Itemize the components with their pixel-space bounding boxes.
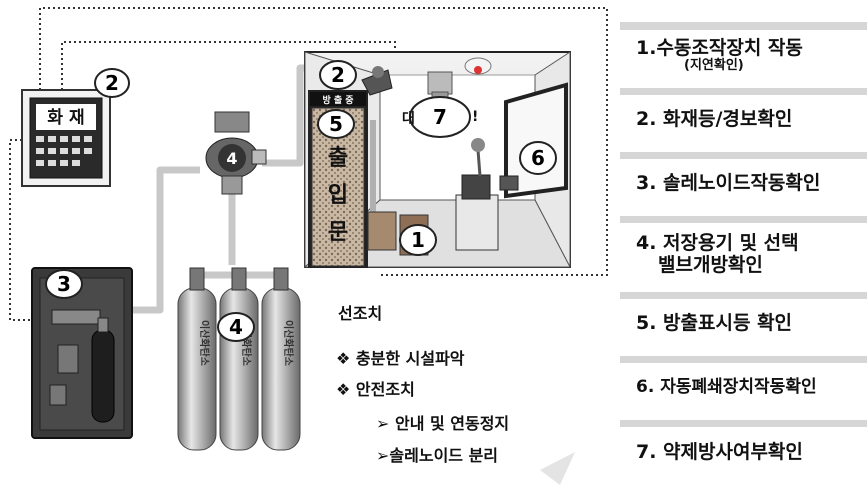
co2-cylinders: 이산화탄소 이산화탄소 이산화탄소 bbox=[177, 267, 301, 451]
step-title: 3. 솔레노이드작동확인 bbox=[636, 172, 821, 195]
svg-text:4: 4 bbox=[226, 149, 237, 168]
note-item: ❖ 충분한 시설파악 bbox=[336, 349, 465, 368]
callout-marker: 1 bbox=[399, 224, 437, 256]
step-subtitle: 밸브개방확인 bbox=[658, 254, 763, 276]
callouts: 1 2 2 3 4 4 5 6 bbox=[45, 60, 557, 342]
step-item: 3. 솔레노이드작동확인 bbox=[620, 154, 867, 214]
step-title: 5. 방출표시등 확인 bbox=[636, 312, 793, 335]
door-sign: 방 출 중 bbox=[322, 94, 353, 106]
step-item: 2. 화재등/경보확인 bbox=[620, 90, 867, 150]
cylinder bbox=[177, 267, 217, 451]
notes-title: 선조치 bbox=[338, 304, 383, 323]
step-item: 7. 약제방사여부확인 bbox=[620, 423, 867, 483]
door-text: 출 bbox=[328, 146, 348, 171]
callout-marker: 7 bbox=[409, 96, 471, 138]
room-sign-left: 대 bbox=[402, 111, 415, 127]
step-item: 4. 저장용기 및 선택 밸브개방확인 bbox=[620, 223, 867, 287]
step-title: 2. 화재등/경보확인 bbox=[636, 108, 793, 131]
svg-text:3: 3 bbox=[57, 272, 71, 296]
callout-marker: 4 bbox=[220, 146, 244, 170]
callout-marker: 4 bbox=[217, 312, 255, 342]
svg-text:2: 2 bbox=[331, 63, 345, 87]
step-title: 4. 저장용기 및 선택 bbox=[636, 232, 799, 255]
door-text: 문 bbox=[328, 220, 348, 245]
siren-icon bbox=[361, 66, 393, 96]
svg-text:1: 1 bbox=[411, 228, 425, 252]
step-title: 6. 자동폐쇄장치작동확인 bbox=[636, 377, 817, 398]
svg-text:4: 4 bbox=[229, 315, 243, 339]
callout-marker: 2 bbox=[319, 60, 357, 90]
note-item: ❖ 안전조치 bbox=[336, 380, 415, 399]
step-item: 6. 자동폐쇄장치작동확인 bbox=[620, 358, 867, 418]
step-subtitle: (지연확인) bbox=[684, 58, 744, 74]
svg-text:2: 2 bbox=[105, 71, 119, 95]
step-title: 1.수동조작장치 작동 bbox=[636, 36, 803, 59]
starter-cabinet bbox=[31, 267, 133, 439]
arrow-icon bbox=[540, 452, 575, 485]
svg-text:7: 7 bbox=[433, 105, 447, 129]
callout-marker: 2 bbox=[94, 68, 130, 98]
nozzle bbox=[427, 71, 453, 101]
callout-marker: 5 bbox=[317, 109, 355, 139]
room-sign-right: ! bbox=[472, 109, 478, 125]
svg-text:5: 5 bbox=[329, 112, 343, 136]
control-panel bbox=[21, 89, 111, 187]
note-item: ➢ 안내 및 연동정지 bbox=[376, 414, 510, 433]
cylinder bbox=[219, 267, 259, 451]
step-item: 1.수동조작장치 작동 (지연확인) bbox=[620, 26, 867, 86]
cylinder bbox=[261, 267, 301, 451]
callout-marker: 3 bbox=[45, 269, 83, 299]
svg-text:6: 6 bbox=[531, 146, 545, 170]
panel-label: 화 재 bbox=[47, 108, 84, 128]
step-item: 5. 방출표시등 확인 bbox=[620, 294, 867, 354]
door-text: 입 bbox=[328, 183, 348, 208]
step-title: 7. 약제방사여부확인 bbox=[636, 441, 803, 464]
cylinder-label: 이산화탄소 bbox=[198, 320, 211, 366]
cylinder-label: 이산화탄소 bbox=[282, 320, 295, 366]
smoke-detector-icon bbox=[464, 57, 492, 75]
callout-marker: 6 bbox=[519, 141, 557, 175]
note-item: ➢솔레노이드 분리 bbox=[376, 446, 499, 465]
